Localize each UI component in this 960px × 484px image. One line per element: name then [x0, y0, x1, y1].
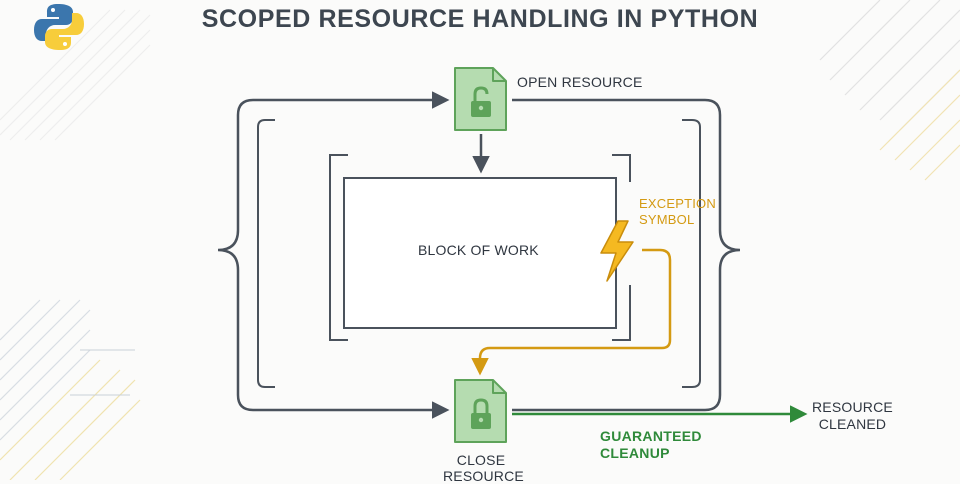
exception-path-arrow [471, 248, 672, 376]
close-resource-label: CLOSE RESOURCE [443, 452, 524, 484]
open-resource-label: OPEN RESOURCE [517, 74, 643, 90]
page-title: SCOPED RESOURCE HANDLING IN PYTHON [201, 5, 759, 33]
inner-right-bracket [682, 119, 701, 388]
decorative-hatching-top-right [819, 0, 960, 181]
close-resource-label-line2: RESOURCE [443, 468, 524, 484]
guaranteed-cleanup-line1: GUARANTEED [600, 428, 702, 444]
unlocked-file-icon [454, 67, 507, 131]
block-right-bracket-lower [612, 285, 631, 341]
inner-left-bracket [257, 119, 275, 388]
guaranteed-cleanup-line2: CLEANUP [600, 445, 670, 461]
block-left-bracket [329, 154, 348, 341]
decorative-hatching-top-left [0, 9, 151, 141]
lightning-bolt-icon [600, 220, 634, 282]
python-logo-icon [34, 4, 84, 50]
resource-cleaned-line2: CLEANED [818, 416, 887, 432]
guaranteed-cleanup-label: GUARANTEED CLEANUP [600, 428, 702, 462]
exception-symbol-label: EXCEPTION SYMBOL [639, 196, 716, 228]
exception-label-line1: EXCEPTION [639, 196, 716, 211]
resource-cleaned-line1: RESOURCE [812, 399, 893, 415]
exception-label-line2: SYMBOL [639, 212, 695, 227]
block-right-bracket [612, 154, 631, 182]
decorative-hatching-bottom-left [0, 299, 141, 480]
block-of-work-box [343, 177, 617, 329]
outer-right-brace [690, 98, 741, 412]
block-of-work-label: BLOCK OF WORK [418, 242, 539, 258]
outer-left-brace [217, 98, 270, 412]
resource-cleaned-label: RESOURCE CLEANED [812, 399, 893, 433]
locked-file-icon [454, 379, 507, 443]
close-resource-label-line1: CLOSE [456, 452, 506, 468]
